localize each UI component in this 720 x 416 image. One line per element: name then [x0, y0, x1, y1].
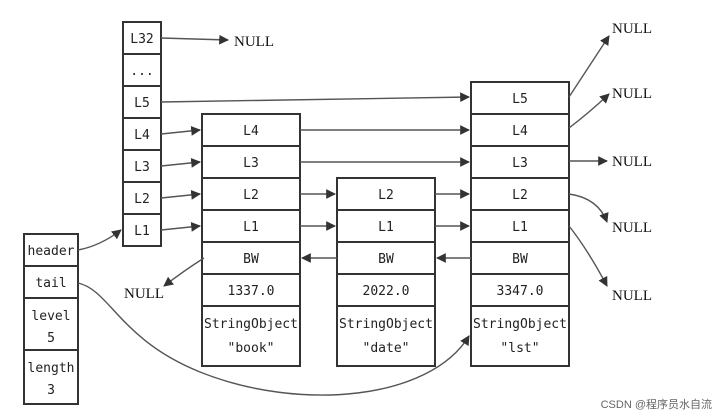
node-book-level-l4	[201, 113, 301, 147]
node-book-object-value: "book"	[228, 341, 275, 356]
node-lst-level-l1-label: L1	[512, 220, 528, 235]
node-date-object-type: StringObject	[339, 317, 433, 332]
node-book-object	[201, 305, 301, 367]
header-level-l32-label: L32	[130, 32, 153, 47]
arrow-lst-l1-null	[568, 225, 608, 287]
node-lst-level-l5-label: L5	[512, 92, 528, 107]
skiplist-struct: header tail level 5 length 3	[23, 233, 79, 405]
arrow-l32-null	[160, 34, 229, 45]
null-label-lst-l2: NULL	[612, 220, 652, 236]
node-date-level-l1	[336, 209, 436, 243]
header-level-l4	[122, 117, 162, 151]
node-date-score-value: 2022.0	[363, 284, 410, 299]
arrow-header-pointer	[77, 229, 122, 251]
arrow-header-l3-book	[160, 158, 201, 168]
node-book-level-l1-label: L1	[243, 220, 259, 235]
header-level-l2-label: L2	[134, 192, 150, 207]
pointer-arrows	[77, 34, 610, 396]
null-labels: NULL NULL NULL NULL NULL NULL NULL	[124, 21, 652, 304]
null-label-lst-l4: NULL	[612, 86, 652, 102]
node-lst-level-l4-label: L4	[512, 124, 528, 139]
arrow-lst-l5-null	[568, 35, 610, 98]
node-lst-object-value: "lst"	[500, 341, 539, 356]
header-level-l4-label: L4	[134, 128, 150, 143]
header-level-l3-label: L3	[134, 160, 150, 175]
node-lst-object	[470, 305, 570, 367]
node-book-level-l4-label: L4	[243, 124, 259, 139]
node-lst-score-value: 3347.0	[497, 284, 544, 299]
header-field-label: header	[28, 244, 75, 259]
arrow-header-l1-book	[160, 222, 201, 232]
length-field-value: 3	[47, 383, 55, 398]
node-date-object	[336, 305, 436, 367]
node-date-object-value: "date"	[363, 341, 410, 356]
node-lst-level-l2-label: L2	[512, 188, 528, 203]
header-level-l5-label: L5	[134, 96, 150, 111]
node-lst-backward-label: BW	[512, 252, 528, 267]
length-field-label: length	[28, 361, 75, 376]
node-lst-object-type: StringObject	[473, 317, 567, 332]
arrow-book-backward-null	[163, 257, 205, 287]
node-lst-level-l3-label: L3	[512, 156, 528, 171]
header-level-ellipsis-label: ...	[130, 64, 153, 79]
node-date: L2 L1 BW 2022.0 StringObject "date"	[336, 177, 436, 367]
node-lst: L5 L4 L3 L2 L1 BW 3347.0 StringObject "l…	[470, 81, 570, 367]
node-book-object-type: StringObject	[204, 317, 298, 332]
node-book-score-value: 1337.0	[228, 284, 275, 299]
node-lst-level-l4	[470, 113, 570, 147]
node-book-level-l3-label: L3	[243, 156, 259, 171]
header-level-l2	[122, 181, 162, 215]
node-book: L4 L3 L2 L1 BW 1337.0 StringObject "book…	[201, 113, 301, 367]
arrow-header-l5-lst	[160, 92, 470, 103]
length-field	[23, 349, 79, 405]
node-date-level-l2-label: L2	[378, 188, 394, 203]
level-field-label: level	[31, 309, 70, 324]
null-label-backward: NULL	[124, 286, 164, 302]
node-date-score	[336, 273, 436, 307]
header-level-l1-label: L1	[134, 224, 150, 239]
node-book-score	[201, 273, 301, 307]
level-field-value: 5	[47, 331, 55, 346]
tail-field-label: tail	[35, 276, 66, 291]
node-lst-level-l3	[470, 145, 570, 179]
node-date-backward-label: BW	[378, 252, 394, 267]
header-node: L32 ... L5 L4 L3 L2 L1	[122, 21, 162, 247]
node-date-backward	[336, 241, 436, 275]
header-level-ellipsis	[122, 53, 162, 87]
node-book-level-l2-label: L2	[243, 188, 259, 203]
null-label-header-l32: NULL	[234, 34, 274, 50]
null-label-lst-l3: NULL	[612, 154, 652, 170]
watermark: CSDN @程序员水自流	[601, 397, 712, 411]
node-date-level-l1-label: L1	[378, 220, 394, 235]
null-label-lst-l5: NULL	[612, 21, 652, 37]
arrow-lst-l4-null	[568, 93, 610, 129]
node-book-backward-label: BW	[243, 252, 259, 267]
arrow-header-l4-book	[160, 126, 201, 136]
node-lst-level-l5	[470, 81, 570, 115]
null-label-lst-l1: NULL	[612, 288, 652, 304]
arrow-tail-pointer	[77, 282, 470, 396]
arrow-lst-l2-null	[568, 193, 609, 223]
node-book-level-l2	[201, 177, 301, 211]
arrow-header-l2-book	[160, 190, 201, 200]
node-book-backward	[201, 241, 301, 275]
